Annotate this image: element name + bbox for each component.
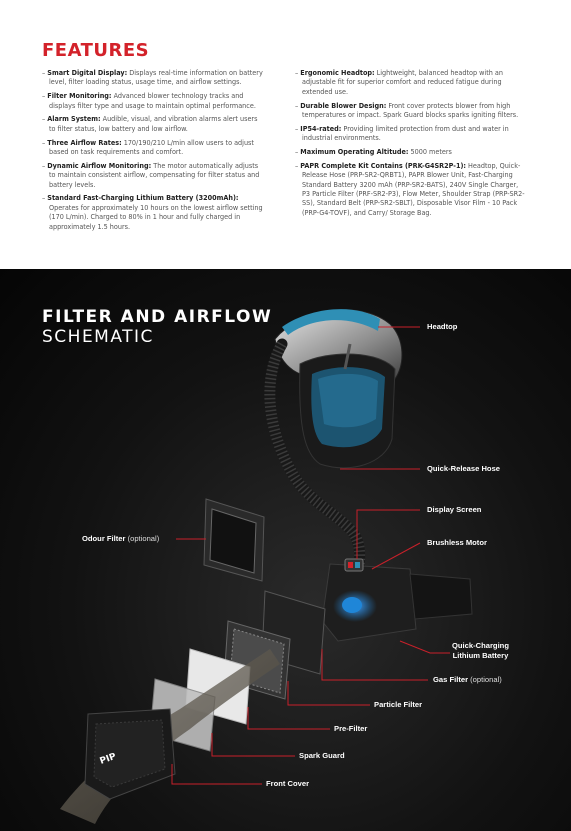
feature-item: – IP54-rated: Providing limited protecti…	[295, 124, 527, 143]
bullet-dash: –	[295, 68, 301, 77]
leader-cover	[171, 764, 262, 785]
feature-heading: PAPR Complete Kit Contains (PRK-G4SR2P-1…	[300, 160, 466, 170]
leader-battery	[399, 640, 450, 654]
odour-filter-illustration	[203, 498, 265, 582]
feature-heading: Three Airflow Rates:	[47, 137, 122, 147]
label-spark-guard: Spark Guard	[299, 751, 345, 760]
label-front-cover: Front Cover	[266, 779, 310, 788]
feature-item: – Three Airflow Rates: 170/190/210 L/min…	[42, 138, 264, 157]
feature-description: Headtop, Quick-Release Hose (PRP-SR2-QRB…	[302, 160, 525, 217]
display-screen-illustration	[344, 558, 364, 572]
feature-description: The motor automatically adjusts to maint…	[49, 160, 260, 189]
headtop-illustration	[274, 309, 403, 469]
label-display-screen: Display Screen	[427, 505, 482, 514]
feature-description: 170/190/210 L/min allow users to adjust …	[49, 137, 254, 157]
leader-display	[356, 509, 420, 559]
feature-heading: Durable Blower Design:	[300, 100, 387, 110]
feature-heading: Filter Monitoring:	[47, 91, 112, 101]
feature-description: Advanced blower technology tracks and di…	[49, 91, 256, 110]
feature-heading: Maximum Operating Altitude:	[300, 147, 409, 157]
schematic-title-line1: FILTER AND AIRFLOW	[42, 307, 273, 327]
feature-heading: Alarm System:	[47, 114, 101, 124]
hose-illustration	[264, 338, 366, 605]
features-left-column: – Smart Digital Display: Displays real-t…	[42, 68, 264, 235]
features-right-column: – Ergonomic Headtop: Lightweight, balanc…	[295, 68, 527, 222]
leader-prefilter	[247, 707, 330, 730]
bullet-dash: –	[42, 160, 48, 170]
feature-item: – Filter Monitoring: Advanced blower tec…	[42, 91, 264, 110]
feature-item: – Standard Fast-Charging Lithium Battery…	[42, 193, 264, 231]
bullet-dash: –	[42, 193, 48, 203]
label-pre-filter: Pre-Filter	[334, 724, 368, 733]
schematic-illustration: PIP	[60, 309, 473, 824]
feature-item: – Dynamic Airflow Monitoring: The motor …	[42, 161, 264, 189]
feature-item: – Smart Digital Display: Displays real-t…	[42, 68, 264, 87]
bullet-dash: –	[42, 114, 48, 124]
feature-description: Providing limited protection from dust a…	[302, 123, 509, 143]
feature-item: – PAPR Complete Kit Contains (PRK-G4SR2P…	[295, 161, 527, 217]
feature-heading: Smart Digital Display:	[47, 68, 128, 77]
feature-description: Lightweight, balanced headtop with an ad…	[302, 68, 503, 96]
front-cover-illustration: PIP	[84, 708, 176, 800]
label-headtop: Headtop	[427, 322, 458, 331]
feature-description: Displays real-time information on batter…	[49, 68, 263, 87]
feature-description: Front cover protects blower from high te…	[302, 100, 519, 120]
feature-description: 5000 meters	[408, 147, 452, 157]
feature-heading: Dynamic Airflow Monitoring:	[47, 160, 152, 170]
leader-particle	[287, 681, 370, 706]
label-quick-release-hose: Quick-Release Hose	[427, 464, 501, 473]
blower-unit-illustration	[321, 558, 473, 642]
leader-gas	[321, 649, 428, 681]
bullet-dash: –	[42, 137, 48, 147]
feature-heading: Standard Fast-Charging Lithium Battery (…	[47, 193, 239, 203]
label-odour-filter: Odour Filter (optional)	[82, 534, 160, 543]
feature-item: – Durable Blower Design: Front cover pro…	[295, 101, 527, 120]
label-particle-filter: Particle Filter	[374, 700, 423, 709]
bullet-dash: –	[295, 100, 301, 110]
features-section: FEATURES – Smart Digital Display: Displa…	[0, 0, 571, 269]
bullet-dash: –	[42, 91, 48, 101]
bullet-dash: –	[295, 147, 301, 157]
features-title: FEATURES	[42, 40, 150, 61]
feature-item: – Alarm System: Audible, visual, and vib…	[42, 114, 264, 133]
bullet-dash: –	[42, 68, 48, 77]
bullet-dash: –	[295, 123, 301, 133]
leader-motor	[371, 542, 421, 570]
feature-item: – Maximum Operating Altitude: 5000 meter…	[295, 147, 527, 156]
label-brushless-motor: Brushless Motor	[427, 538, 487, 547]
bullet-dash: –	[295, 160, 301, 170]
schematic-title-line2: SCHEMATIC	[42, 327, 154, 347]
leader-lines	[171, 326, 450, 785]
feature-description: Operates for approximately 10 hours on t…	[49, 202, 263, 231]
feature-heading: IP54-rated:	[300, 123, 342, 133]
feature-description: Audible, visual, and vibration alarms al…	[49, 114, 258, 133]
label-gas-filter: Gas Filter (optional)	[433, 675, 502, 684]
feature-heading: Ergonomic Headtop:	[300, 68, 375, 77]
feature-item: – Ergonomic Headtop: Lightweight, balanc…	[295, 68, 527, 96]
schematic-section: FILTER AND AIRFLOW SCHEMATIC	[0, 269, 571, 831]
leader-spark	[211, 733, 295, 757]
